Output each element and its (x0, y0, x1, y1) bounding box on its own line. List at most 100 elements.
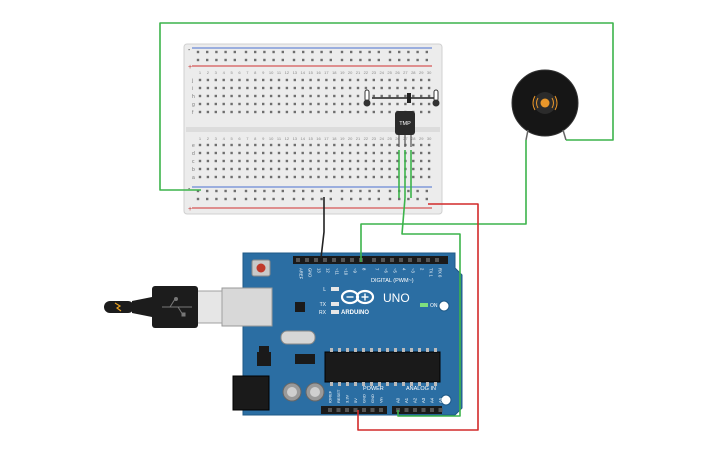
header-hole[interactable] (305, 258, 309, 262)
header-hole[interactable] (314, 258, 318, 262)
digital-pin-label: ~6 (384, 268, 389, 273)
terminal-hole (301, 175, 304, 179)
header-hole[interactable] (426, 258, 430, 262)
breadboard-channel (186, 127, 440, 132)
terminal-hole (238, 102, 241, 106)
rail-hole (215, 197, 218, 201)
terminal-hole (341, 86, 344, 90)
header-hole[interactable] (362, 408, 366, 412)
temperature-sensor: TMP (395, 111, 415, 147)
header-hole[interactable] (435, 258, 439, 262)
header-hole[interactable] (408, 258, 412, 262)
rail-hole (340, 50, 344, 54)
arduino-logo-icon (340, 289, 375, 305)
column-number: 26 (395, 136, 400, 141)
rail-hole (272, 58, 275, 62)
rail-hole (407, 58, 410, 62)
column-number: 19 (340, 136, 345, 141)
row-letter: h (192, 94, 195, 100)
digital-pin-label: ~10 (344, 268, 349, 276)
header-hole[interactable] (438, 408, 443, 412)
terminal-hole (246, 78, 249, 82)
label-rx: RX (319, 310, 327, 316)
header-hole[interactable] (350, 258, 354, 262)
wire-pin8 (360, 140, 527, 262)
header-hole[interactable] (404, 408, 409, 412)
terminal-hole (420, 143, 423, 147)
header-hole[interactable] (399, 258, 403, 262)
terminal-hole (380, 110, 383, 114)
terminal-hole (206, 110, 210, 114)
header-hole[interactable] (323, 258, 327, 262)
column-number: 9 (262, 136, 265, 141)
terminal-hole (396, 102, 399, 106)
reset-button-cap[interactable] (256, 263, 266, 273)
temperature-slider[interactable] (363, 89, 440, 107)
column-number: 11 (277, 136, 282, 141)
header-hole[interactable] (332, 258, 336, 262)
header-hole[interactable] (379, 408, 383, 412)
header-hole[interactable] (430, 408, 434, 412)
terminal-hole (388, 151, 391, 155)
terminal-hole (364, 175, 368, 179)
terminal-hole (277, 167, 281, 171)
terminal-hole (214, 110, 217, 114)
header-hole[interactable] (328, 408, 332, 412)
terminal-hole (285, 151, 289, 155)
terminal-hole (372, 175, 375, 179)
terminal-hole (262, 151, 265, 155)
header-hole[interactable] (381, 258, 385, 262)
terminal-hole (341, 151, 344, 155)
digital-pin-label: 4 (402, 268, 407, 271)
header-hole[interactable] (390, 258, 394, 262)
column-number: 7 (246, 70, 249, 75)
rail-hole (292, 197, 296, 201)
temperature-slider-thumb[interactable] (407, 93, 411, 103)
header-hole[interactable] (341, 258, 345, 262)
rail-hole (215, 58, 218, 62)
header-hole[interactable] (353, 408, 358, 412)
rail-plus-label: + (188, 64, 192, 71)
terminal-hole (356, 110, 360, 114)
digital-header-label: DIGITAL (PWM~) (371, 278, 414, 284)
header-hole[interactable] (296, 258, 300, 262)
analog-pin-label: A3 (421, 397, 426, 403)
header-hole[interactable] (372, 258, 376, 262)
header-hole[interactable] (413, 408, 417, 412)
terminal-hole (325, 143, 328, 147)
chip-pin (418, 348, 421, 352)
terminal-hole (198, 159, 202, 163)
terminal-hole (396, 78, 399, 82)
header-hole[interactable] (370, 408, 375, 412)
terminal-hole (285, 175, 289, 179)
column-number: 24 (379, 70, 384, 75)
terminal-hole (388, 175, 391, 179)
column-number: 24 (379, 136, 384, 141)
digital-header (293, 256, 448, 264)
rail-hole (329, 58, 332, 62)
terminal-hole (206, 78, 210, 82)
terminal-hole (325, 159, 328, 163)
rail-hole (425, 58, 428, 62)
terminal-hole (333, 78, 336, 82)
rail-hole (311, 189, 314, 193)
digital-pin-label: 2 (420, 268, 425, 271)
terminal-hole (198, 167, 202, 171)
terminal-hole (198, 86, 202, 90)
terminal-hole (222, 151, 225, 155)
terminal-hole (254, 86, 257, 90)
header-hole[interactable] (345, 408, 349, 412)
board-model: UNO (383, 291, 410, 305)
header-hole[interactable] (336, 408, 341, 412)
terminal-hole (412, 159, 415, 163)
terminal-hole (427, 94, 431, 98)
header-hole[interactable] (421, 408, 426, 412)
digital-pin-label: 12 (326, 268, 331, 273)
rail-hole (244, 189, 248, 193)
column-number: 16 (316, 70, 321, 75)
terminal-hole (238, 143, 241, 147)
header-hole[interactable] (417, 258, 421, 262)
